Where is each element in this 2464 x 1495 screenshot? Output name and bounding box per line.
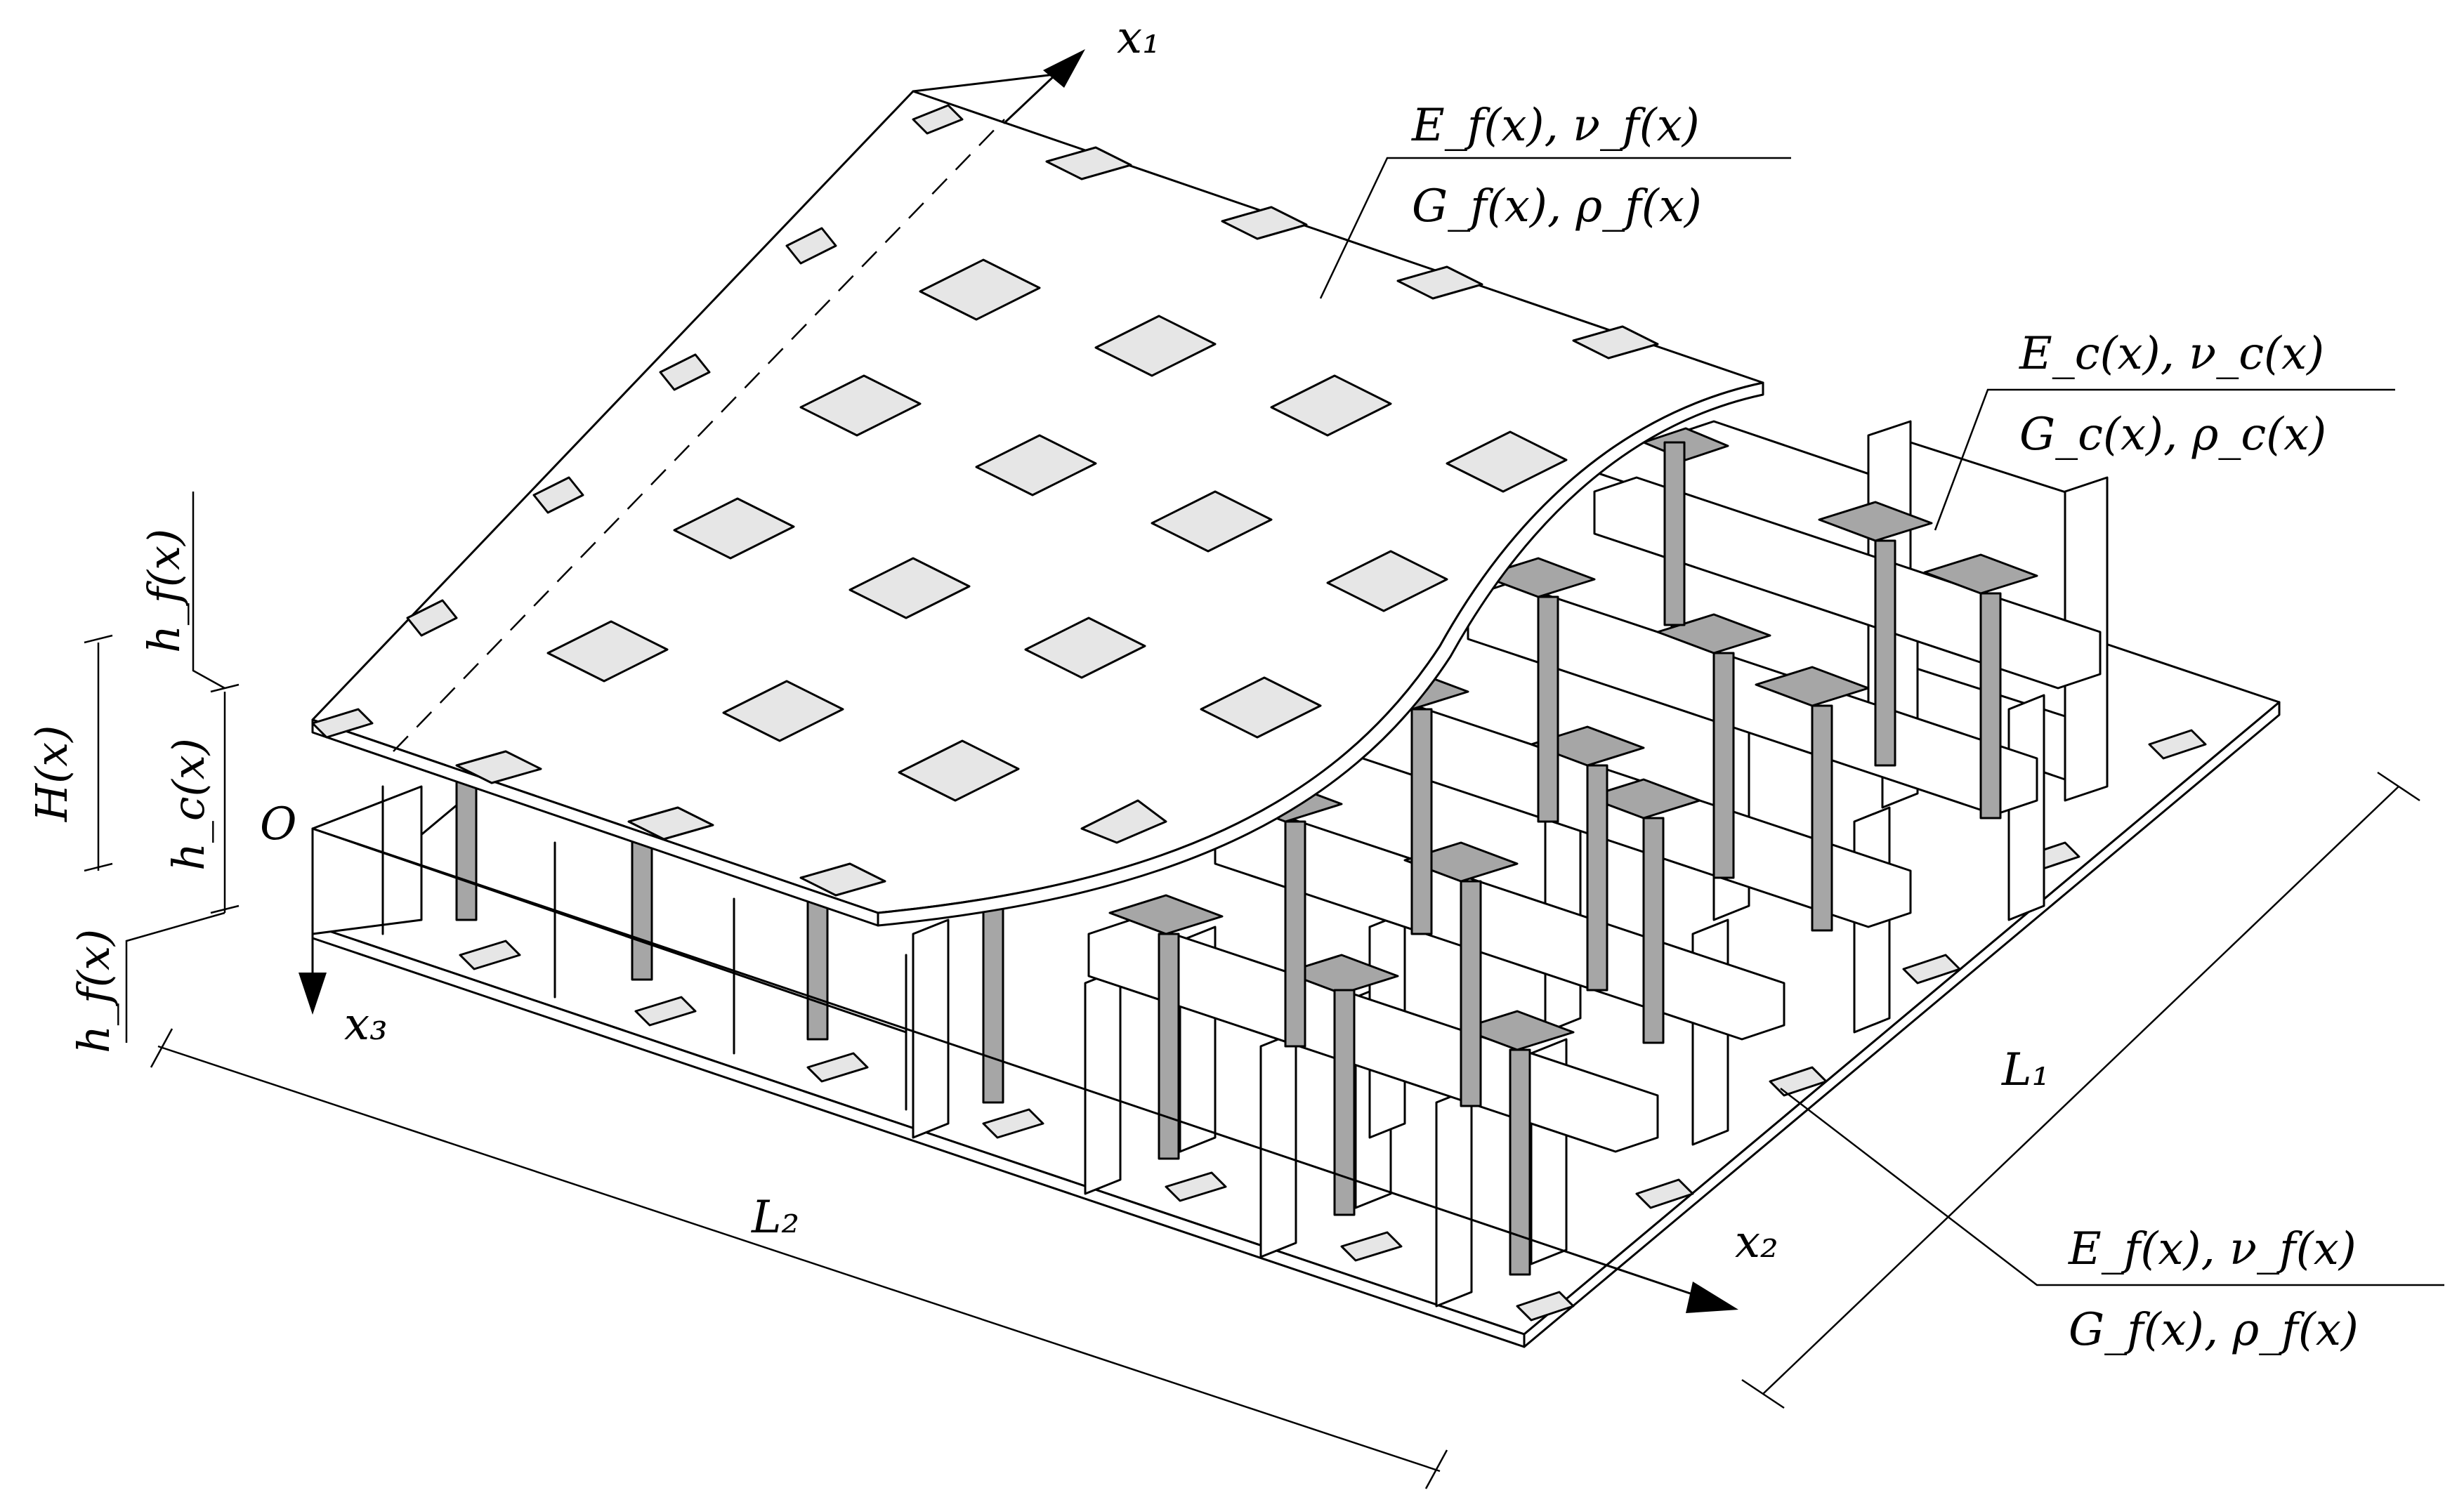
- bottom-face-patches: [318, 729, 2207, 1322]
- dimension-lines: [84, 492, 2420, 1489]
- top-face-props-line2: G_f(x), ρ_f(x): [1412, 180, 1702, 232]
- bottom-face-props-line1: E_f(x), ν_f(x): [2068, 1223, 2357, 1275]
- top-face-sheet: [311, 90, 1764, 927]
- x1-arrowhead: [1043, 49, 1085, 88]
- top-face-patches: [311, 104, 1659, 897]
- bottom-face-props-line2: G_f(x), ρ_f(x): [2069, 1304, 2359, 1356]
- dim-hf-top-label: h_f(x): [138, 529, 190, 653]
- origin-label: O: [260, 798, 296, 850]
- top-face-props-line1: E_f(x), ν_f(x): [1411, 100, 1700, 152]
- dim-H-label: H(x): [26, 725, 77, 822]
- dim-L2-label: L₂: [751, 1192, 799, 1244]
- leader-lines: [1319, 157, 2444, 1286]
- dim-L1-label: L₁: [2001, 1044, 2050, 1096]
- dim-hf-bottom-label: h_f(x): [68, 929, 119, 1053]
- axis-x1-label: x₁: [1117, 12, 1160, 64]
- core-props-line2: G_c(x), ρ_c(x): [2019, 409, 2326, 461]
- labels: x₁ x₂ x₃ O E_f(x), ν_f(x) G_f(x), ρ_f(x)…: [26, 12, 2359, 1356]
- axis-x3-label: x₃: [344, 999, 388, 1051]
- axis-x2-label: x₂: [1735, 1216, 1778, 1268]
- x2-arrowhead: [1686, 1282, 1738, 1313]
- core-structure: [311, 420, 2109, 1308]
- dim-hc-label: h_c(x): [163, 738, 214, 871]
- core-webs: [455, 441, 2002, 1276]
- core-props-line1: E_c(x), ν_c(x): [2019, 328, 2324, 380]
- x3-arrowhead: [299, 973, 327, 1015]
- axes: [299, 49, 1738, 1313]
